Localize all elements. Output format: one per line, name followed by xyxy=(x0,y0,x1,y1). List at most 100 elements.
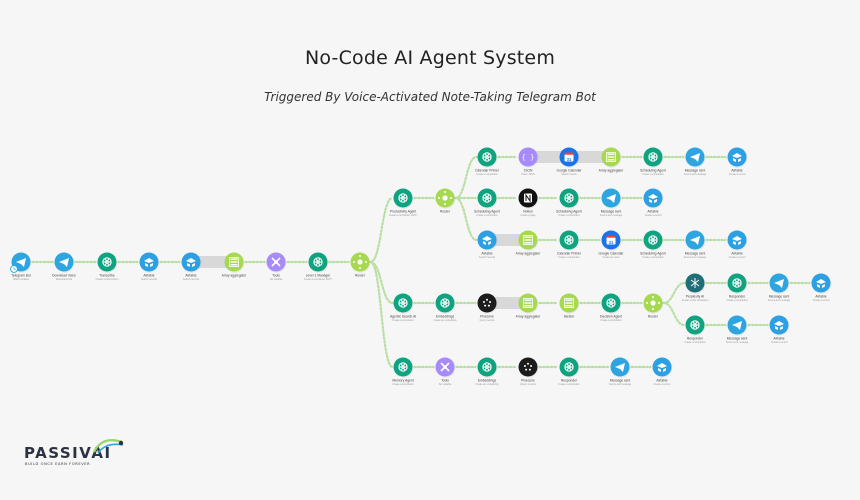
openai-icon xyxy=(393,357,413,377)
node-sublabel: Create an embedding xyxy=(434,319,458,322)
connector-line xyxy=(369,196,394,264)
airtable-icon xyxy=(181,252,201,272)
node-sublabel: Create an event xyxy=(602,256,619,259)
airtable-icon xyxy=(811,273,831,293)
openai-icon xyxy=(308,252,328,272)
aggregator-icon xyxy=(518,230,538,250)
logo-swoosh-icon xyxy=(93,439,124,454)
svg-text:31: 31 xyxy=(567,157,572,162)
workflow-node-router[interactable]: Router xyxy=(350,252,371,278)
openai-icon xyxy=(393,188,413,208)
node-label: Airtable xyxy=(731,169,742,173)
openai-icon xyxy=(685,315,705,335)
node-sublabel: Create a completion xyxy=(600,319,622,322)
node-label: Scheduling Agent xyxy=(556,210,582,214)
openai-icon xyxy=(477,357,497,377)
workflow-node-aggregator[interactable]: Array aggregator xyxy=(599,147,625,173)
workflow-node-aggregator[interactable]: Iterator xyxy=(559,293,580,319)
node-label: Message sent xyxy=(727,337,748,341)
aggregator-band xyxy=(487,297,528,309)
telegram-icon xyxy=(54,252,74,272)
node-label: Airtable xyxy=(481,252,492,256)
tools-icon xyxy=(435,357,455,377)
node-sublabel: Send a text message xyxy=(684,256,707,259)
node-sublabel: Query vectors xyxy=(480,319,496,322)
aggregator-icon xyxy=(601,147,621,167)
node-sublabel: Create a completion xyxy=(558,383,580,386)
node-label: Airtable xyxy=(773,337,784,341)
page-subtitle: Triggered By Voice-Activated Note-Taking… xyxy=(264,90,596,104)
node-label: Perplexity AI xyxy=(686,295,704,299)
node-label: Airtable xyxy=(143,274,154,278)
telegram-icon xyxy=(769,273,789,293)
workflow-node-aggregator[interactable]: Array aggregator xyxy=(222,252,248,278)
telegram-icon xyxy=(685,147,705,167)
workflow-node-router[interactable]: Router xyxy=(435,188,456,214)
aggregator-band xyxy=(191,256,234,268)
node-label: Download Voice xyxy=(52,274,76,278)
node-label: Telegram Bot xyxy=(11,274,31,278)
openai-icon xyxy=(559,230,579,250)
node-label: Decision Agent xyxy=(600,315,622,319)
node-sublabel: Create a completion (GPT) xyxy=(304,278,333,281)
node-label: Airtable xyxy=(731,252,742,256)
workflow-node-aggregator[interactable]: Array aggregator xyxy=(516,230,542,256)
node-label: Responder xyxy=(561,379,578,383)
node-label: Message sent xyxy=(685,252,706,256)
node-sublabel: Search events xyxy=(561,173,577,176)
schedule-clock-icon xyxy=(10,265,18,273)
node-sublabel: Create a record xyxy=(771,341,788,344)
node-sublabel: Create a page xyxy=(520,214,536,217)
workflow-node-aggregator[interactable]: Array aggregator xyxy=(516,293,542,319)
airtable-icon xyxy=(477,230,497,250)
node-sublabel: Create a record xyxy=(729,256,746,259)
node-sublabel: Create a completion xyxy=(392,319,414,322)
node-sublabel: Create a completion xyxy=(726,299,748,302)
workflow-node-router[interactable]: Router xyxy=(643,293,664,319)
